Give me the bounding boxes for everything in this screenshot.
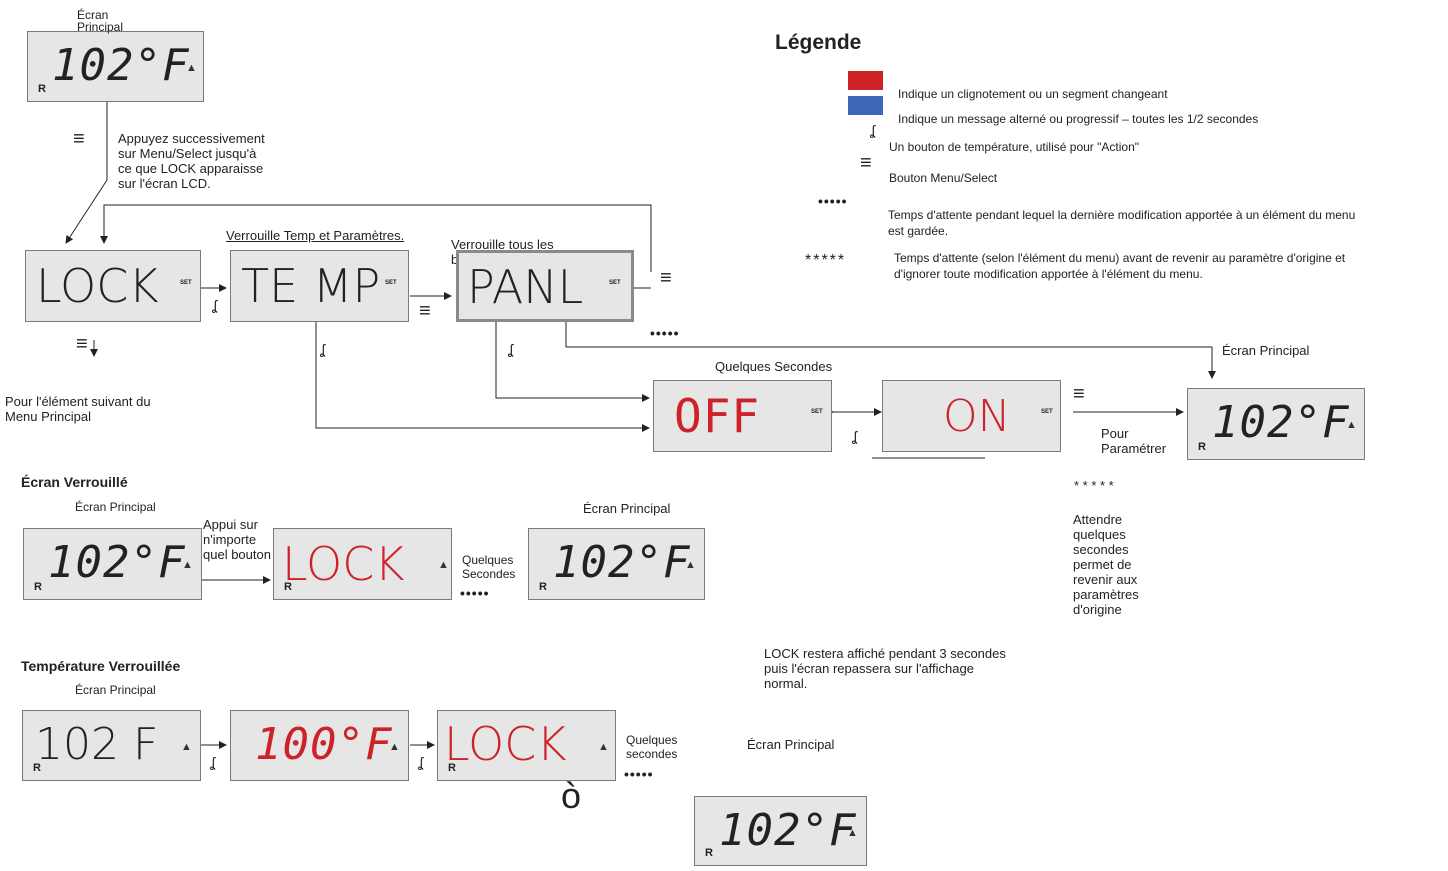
lcd-main-screen-plain: 102 F ▲ R <box>22 710 201 781</box>
menu-select-icon: ≡ <box>73 128 85 150</box>
legend-item-menu: Bouton Menu/Select <box>889 171 998 185</box>
temperature-button-icon: ʆ <box>870 122 875 138</box>
thermometer-up-icon: ▲ <box>685 559 696 571</box>
lcd-set-marker: SET <box>609 280 621 286</box>
thermometer-up-icon: ▲ <box>847 827 858 839</box>
lcd-r-marker: R <box>284 581 292 593</box>
temperature-button-icon: ʆ <box>418 754 423 770</box>
legend-dots-marker: ••••• <box>818 193 848 209</box>
lcd-temperature-red: 100°F <box>255 719 393 770</box>
lcd-temperature: 102 F <box>35 719 159 770</box>
lcd-temperature: 102°F <box>553 537 691 588</box>
lcd-set-marker: SET <box>811 409 823 415</box>
lcd-r-marker: R <box>448 762 456 774</box>
appui-sur-text: Appui sur n'importe quel bouton <box>203 517 271 562</box>
thermometer-up-icon: ▲ <box>1346 419 1357 431</box>
menu-select-icon: ≡ <box>660 267 672 289</box>
quelques-secondes-label: Quelques Secondes <box>462 553 516 581</box>
lcd-on-text: ON <box>943 391 1011 442</box>
lcd-temperature: 102°F <box>48 537 186 588</box>
thermometer-up-icon: ▲ <box>182 559 193 571</box>
legend-blue-swatch <box>848 96 883 115</box>
temperature-button-icon: ʆ <box>212 297 217 313</box>
lcd-set-marker: SET <box>1041 409 1053 415</box>
lcd-main-screen: 102°F ▲ R <box>528 528 705 600</box>
menu-select-icon: ≡ <box>860 152 872 174</box>
lcd-main-screen-right: 102°F ▲ R <box>1187 388 1365 460</box>
legend-item-asterisks: Temps d'attente (selon l'élément du menu… <box>894 251 1346 281</box>
lcd-lock: LOCK SET <box>25 250 201 322</box>
lcd-main-screen: 102°F ▲ R <box>23 528 202 600</box>
lcd-off: OFF SET <box>653 380 832 452</box>
wait-dots: ••••• <box>624 766 654 782</box>
temperature-button-icon: ʆ <box>852 428 857 444</box>
legend-item-temp: Un bouton de température, utilisé pour "… <box>889 140 1139 154</box>
section-temperature-verrouillee: Température Verrouillée <box>21 658 181 674</box>
lcd-temperature: 102°F <box>52 40 190 91</box>
pour-parametrer-label: Pour Paramétrer <box>1101 426 1167 456</box>
wait-dots: ••••• <box>460 585 490 601</box>
lcd-lock-text: LOCK <box>282 537 405 591</box>
legend-red-swatch <box>848 71 883 90</box>
section-ecran-verrouille: Écran Verrouillé <box>21 474 128 490</box>
main-screen-label-top: Écran Principal <box>77 8 124 34</box>
main-screen-label: Écran Principal <box>583 501 671 516</box>
lcd-r-marker: R <box>539 581 547 593</box>
lcd-main-screen-top: 102°F ▲ R <box>27 31 204 102</box>
attendre-text: Attendre quelques secondes permet de rev… <box>1073 512 1139 617</box>
stray-glyph: ò <box>561 775 582 816</box>
lcd-set-marker: SET <box>180 280 192 286</box>
menu-select-icon: ≡ <box>419 300 431 322</box>
lock-note-text: LOCK restera affiché pendant 3 secondes … <box>764 646 1006 691</box>
temperature-button-icon: ʆ <box>210 754 215 770</box>
verrouille-temp-label: Verrouille Temp et Paramètres. <box>226 228 405 243</box>
lcd-panl: PANL SET <box>456 250 634 322</box>
arrow-up-icon: ▲ <box>438 559 449 571</box>
main-screen-label-right: Écran Principal <box>1222 343 1310 358</box>
temperature-button-icon: ʆ <box>508 341 513 357</box>
temperature-button-icon: ʆ <box>320 341 325 357</box>
lcd-on: ON SET <box>882 380 1061 452</box>
lcd-temp: TE MP SET <box>230 250 409 322</box>
instruction-text: Appuyez successivement sur Menu/Select j… <box>118 131 265 191</box>
next-item-text: Pour l'élément suivant du Menu Principal <box>5 394 151 424</box>
lcd-temperature: 102°F <box>719 805 857 856</box>
lcd-set-marker: SET <box>385 280 397 286</box>
thermometer-up-icon: ▲ <box>598 741 609 753</box>
lcd-off-text: OFF <box>674 389 761 443</box>
lcd-r-marker: R <box>33 762 41 774</box>
lcd-temperature: 102°F <box>1212 397 1350 448</box>
lcd-main-screen-bottom: 102°F ▲ R <box>694 796 867 866</box>
legend-item-blink: Indique un clignotement ou un segment ch… <box>898 87 1168 101</box>
lcd-temp-red: 100°F ▲ <box>230 710 409 781</box>
lcd-r-marker: R <box>1198 441 1206 453</box>
legend-title: Légende <box>775 31 862 54</box>
legend-item-dots: Temps d'attente pendant lequel la derniè… <box>888 208 1356 238</box>
lcd-r-marker: R <box>34 581 42 593</box>
legend-item-alternate: Indique un message alterné ou progressif… <box>898 112 1259 126</box>
lcd-lock-text: LOCK <box>36 259 159 313</box>
legend-asterisks-marker: ***** <box>805 252 847 269</box>
lcd-r-marker: R <box>38 83 46 95</box>
menu-select-icon: ≡ <box>1073 383 1085 405</box>
main-screen-label: Écran Principal <box>75 500 156 514</box>
main-screen-label: Écran Principal <box>75 683 156 697</box>
lcd-lock-text: LOCK <box>444 717 567 771</box>
asterisks-marker: * * * * * <box>1074 478 1114 493</box>
thermometer-up-icon: ▲ <box>389 741 400 753</box>
lcd-r-marker: R <box>705 847 713 859</box>
thermometer-up-icon: ▲ <box>186 62 197 74</box>
wait-dots: ••••• <box>650 325 680 341</box>
lcd-lock-red-2: LOCK ▲ R <box>437 710 616 781</box>
menu-select-icon: ≡ <box>76 333 88 355</box>
quelques-secondes-label: Quelques secondes <box>626 733 678 761</box>
thermometer-up-icon: ▲ <box>181 741 192 753</box>
lcd-panl-text: PANL <box>467 260 584 314</box>
lcd-lock-red: LOCK ▲ R <box>273 528 452 600</box>
main-screen-label: Écran Principal <box>747 737 835 752</box>
quelques-secondes-label: Quelques Secondes <box>715 359 833 374</box>
lcd-temp-text: TE MP <box>241 259 381 313</box>
